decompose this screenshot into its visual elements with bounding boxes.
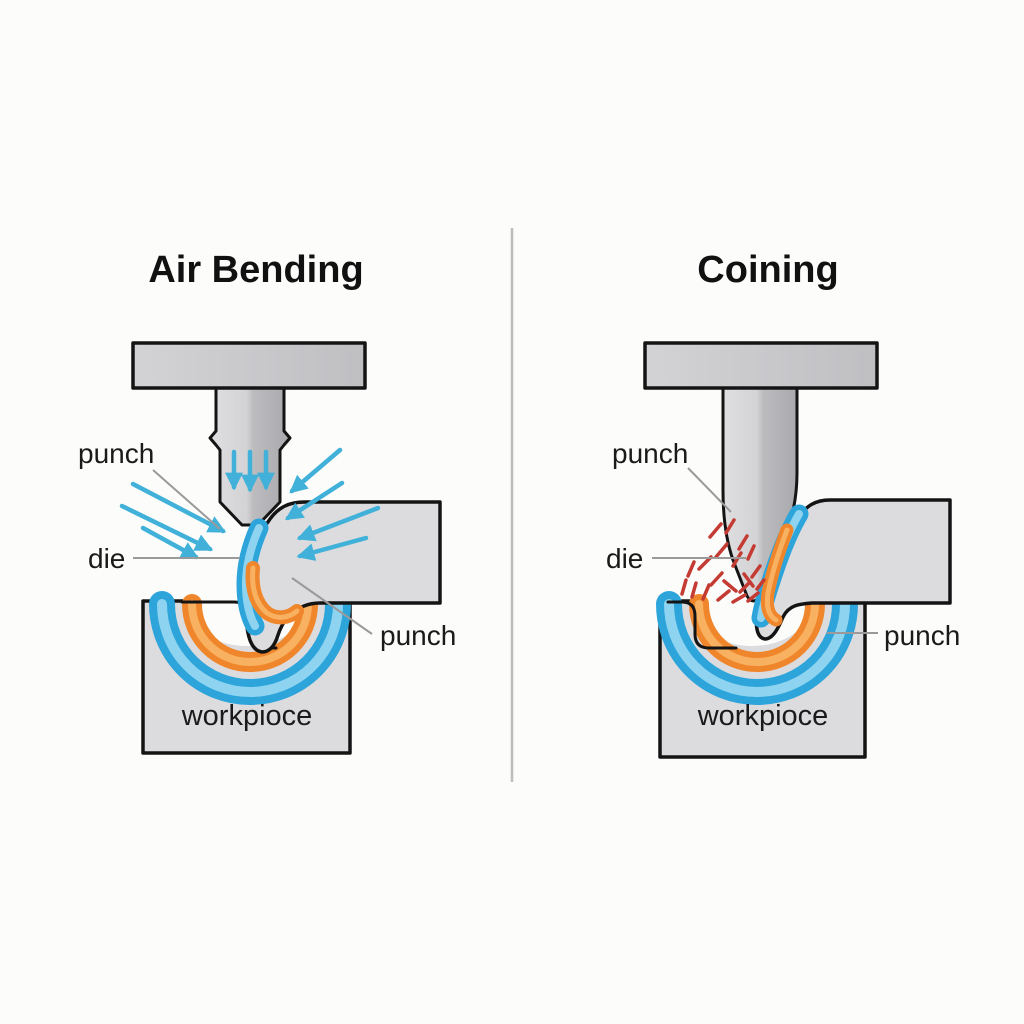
coining-pressure-marks — [680, 518, 766, 604]
side-force-arrow-right — [284, 480, 345, 521]
workpiece-label: workpioce — [697, 700, 829, 732]
punch-bottom-leader-line — [291, 577, 373, 635]
workpiece-label: workpioce — [181, 700, 313, 732]
bend-stress-orange-highlight — [250, 565, 300, 620]
stress-ring-blue-highlight — [664, 599, 850, 697]
side-force-arrow-left — [140, 525, 200, 560]
stress-ring-orange-highlight — [695, 600, 819, 666]
die-label: die — [606, 543, 643, 574]
punch-leader-line — [687, 467, 732, 513]
stress-ring-blue-highlight — [157, 599, 343, 697]
workpiece-sheet — [243, 500, 442, 654]
coining-title: Coining — [697, 249, 838, 291]
punch-label: punch — [612, 438, 688, 469]
punch-bottom-label: punch — [884, 620, 960, 651]
air-bending-title: Air Bending — [148, 249, 363, 291]
punch-leader-line — [152, 469, 221, 530]
side-force-arrow-right — [289, 447, 343, 494]
die-cavity-outline — [666, 600, 738, 650]
bend-stress-orange-highlight — [764, 527, 790, 623]
punch-holder-plate — [643, 341, 879, 390]
punch-holder-plate — [131, 341, 367, 390]
punch-bottom-label: punch — [380, 620, 456, 651]
side-force-arrow-left — [130, 481, 227, 534]
punch-label: punch — [78, 438, 154, 469]
stress-ring-orange-highlight — [188, 600, 312, 666]
side-force-arrow-right — [296, 505, 381, 542]
panel-coining: Coining — [606, 249, 960, 759]
force-arrows — [119, 447, 381, 561]
die-label: die — [88, 543, 125, 574]
side-force-arrow-right — [296, 535, 369, 561]
panel-air-bending: Air Bending — [78, 249, 456, 755]
side-force-arrow-left — [119, 503, 214, 552]
